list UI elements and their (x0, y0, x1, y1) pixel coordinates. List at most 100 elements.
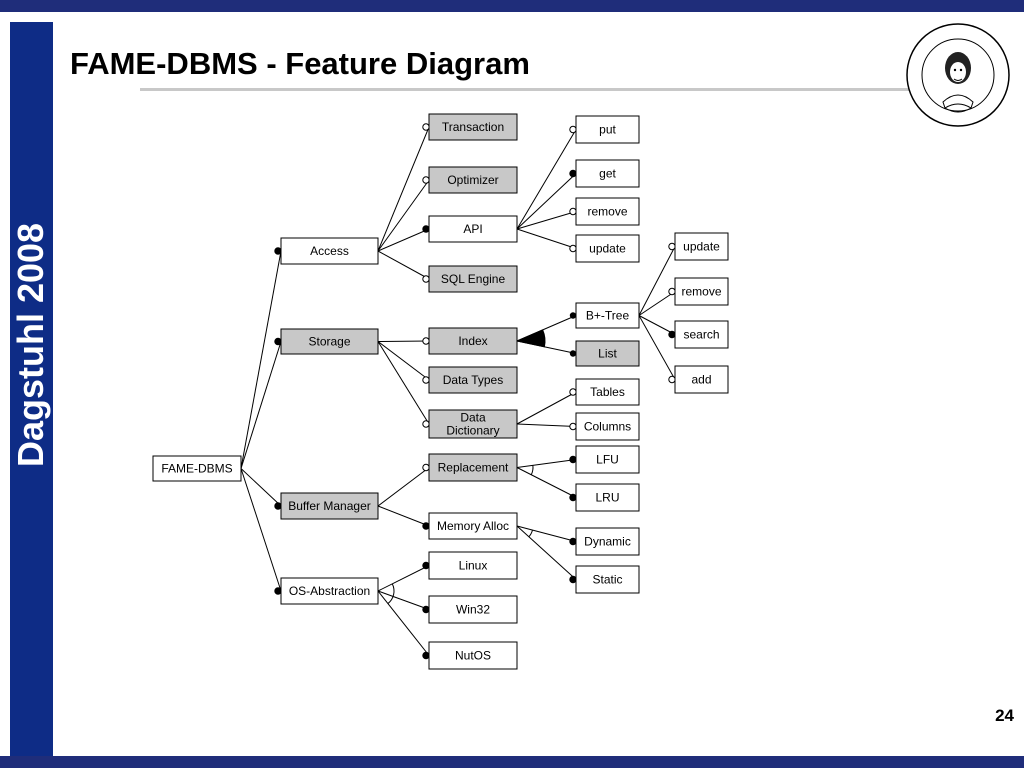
edge-os-linux (377, 565, 430, 592)
mandatory-marker-static (569, 575, 577, 584)
feature-node-static: Static (575, 565, 640, 594)
edge-os-nutos (377, 590, 430, 656)
feature-node-replacement: Replacement (428, 453, 518, 482)
feature-label-api: API (463, 222, 482, 236)
feature-node-remove1: remove (575, 197, 640, 226)
feature-label-datatypes: Data Types (443, 373, 503, 387)
feature-label-dynamic: Dynamic (584, 535, 631, 549)
mandatory-marker-buffer (274, 502, 282, 510)
feature-node-lfu: LFU (575, 445, 640, 474)
feature-node-transaction: Transaction (428, 113, 518, 141)
feature-label-columns: Columns (584, 420, 631, 434)
feature-node-dynamic: Dynamic (575, 527, 640, 556)
edge-root-access (240, 250, 282, 469)
mandatory-marker-lru (569, 493, 577, 502)
feature-label-btree: B+-Tree (586, 309, 630, 323)
edge-datadict-tables (516, 391, 577, 425)
mandatory-marker-lfu (569, 455, 577, 464)
edge-api-get (516, 173, 577, 230)
feature-label-os: OS-Abstraction (289, 584, 370, 598)
or-marker-btree (569, 312, 577, 319)
optional-marker-columns (569, 422, 577, 431)
or-group-arc-index (515, 329, 546, 348)
edge-root-buffer (240, 468, 282, 507)
edge-buffer-memalloc (377, 505, 430, 527)
feature-node-sql: SQL Engine (428, 265, 518, 293)
edge-buffer-replacement (377, 467, 430, 507)
mandatory-marker-get (569, 169, 577, 178)
feature-label-lru: LRU (595, 491, 619, 505)
feature-node-columns: Columns (575, 412, 640, 441)
feature-node-search: search (674, 320, 729, 349)
edge-root-os (240, 468, 282, 592)
feature-node-lru: LRU (575, 483, 640, 512)
edge-replacement-lru (516, 467, 577, 498)
feature-node-get: get (575, 159, 640, 188)
feature-node-put: put (575, 115, 640, 144)
feature-node-optimizer: Optimizer (428, 166, 518, 194)
feature-label-nutos: NutOS (455, 649, 491, 663)
feature-node-storage: Storage (280, 328, 379, 355)
feature-label-add: add (691, 373, 711, 387)
sidebar-band (10, 22, 53, 756)
feature-label-replacement: Replacement (438, 461, 509, 475)
feature-node-tables: Tables (575, 378, 640, 406)
edge-storage-index (377, 340, 430, 342)
mandatory-marker-api (422, 225, 430, 233)
edge-root-storage (240, 341, 282, 469)
alternative-group-arc-memalloc (528, 529, 533, 538)
mandatory-marker-memalloc (422, 522, 430, 530)
optional-marker-add (668, 375, 676, 384)
optional-marker-remove2 (668, 287, 676, 296)
feature-node-add: add (674, 365, 729, 394)
optional-marker-tables (569, 388, 577, 396)
bottom-bar (0, 756, 1024, 768)
edge-replacement-lfu (516, 459, 577, 468)
edge-api-put (516, 129, 577, 230)
feature-label-datadict: Dictionary (446, 424, 499, 438)
feature-label-put: put (599, 123, 616, 137)
feature-label-datadict: Data (460, 411, 486, 425)
mandatory-marker-win32 (422, 605, 430, 614)
feature-node-memalloc: Memory Alloc (428, 512, 518, 540)
edge-os-win32 (377, 590, 430, 610)
slide-title: FAME-DBMS - Feature Diagram (70, 46, 530, 81)
optional-marker-replacement (422, 463, 430, 472)
university-seal-icon (906, 23, 1010, 127)
optional-marker-update2 (668, 242, 676, 251)
page-number: 24 (995, 706, 1014, 725)
feature-node-nutos: NutOS (428, 641, 518, 670)
mandatory-marker-os (274, 587, 282, 595)
feature-label-update1: update (589, 242, 626, 256)
feature-label-lfu: LFU (596, 453, 619, 467)
feature-node-update2: update (674, 232, 729, 261)
feature-label-win32: Win32 (456, 603, 490, 617)
edge-btree-update2 (638, 246, 676, 316)
edge-api-update1 (516, 228, 577, 249)
mandatory-marker-storage (274, 337, 282, 346)
mandatory-marker-nutos (422, 651, 430, 660)
optional-marker-remove1 (569, 207, 577, 216)
feature-label-update2: update (683, 240, 720, 254)
optional-marker-update1 (569, 244, 577, 253)
feature-node-buffer: Buffer Manager (280, 492, 379, 520)
mandatory-marker-access (274, 247, 282, 255)
feature-node-root: FAME-DBMS (152, 455, 242, 482)
feature-label-storage: Storage (308, 335, 350, 349)
feature-node-remove2: remove (674, 277, 729, 306)
feature-label-remove1: remove (587, 205, 627, 219)
feature-label-tables: Tables (590, 385, 625, 399)
feature-node-datatypes: Data Types (428, 366, 518, 394)
feature-node-api: API (428, 215, 518, 243)
edge-btree-search (638, 315, 676, 335)
feature-node-list: List (575, 340, 640, 367)
feature-label-get: get (599, 167, 616, 181)
mandatory-marker-dynamic (569, 537, 577, 546)
alternative-group-arc-replacement (530, 465, 534, 475)
feature-label-transaction: Transaction (442, 120, 504, 134)
mandatory-marker-linux (422, 561, 430, 570)
feature-label-buffer: Buffer Manager (288, 499, 371, 513)
optional-marker-datatypes (422, 376, 430, 384)
edge-memalloc-dynamic (516, 525, 577, 542)
